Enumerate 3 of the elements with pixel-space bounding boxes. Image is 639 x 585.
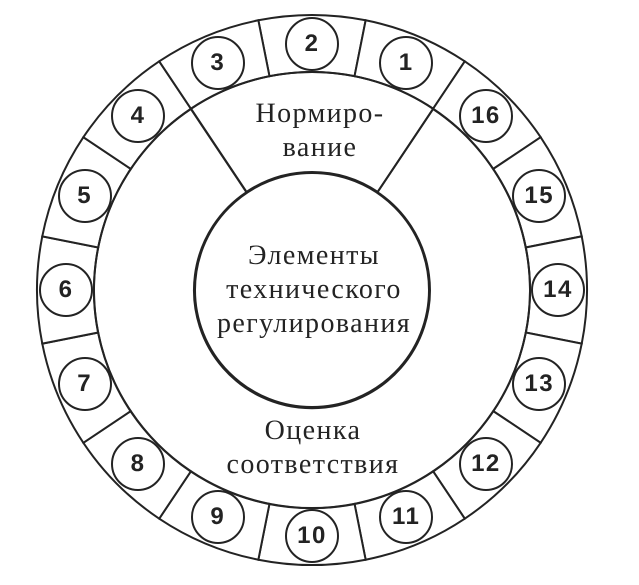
region-label: Оценка соответствия [226,414,400,482]
region-label: Нормиро- вание [255,97,384,165]
center-label: Элементы технического регулирования [217,239,411,341]
